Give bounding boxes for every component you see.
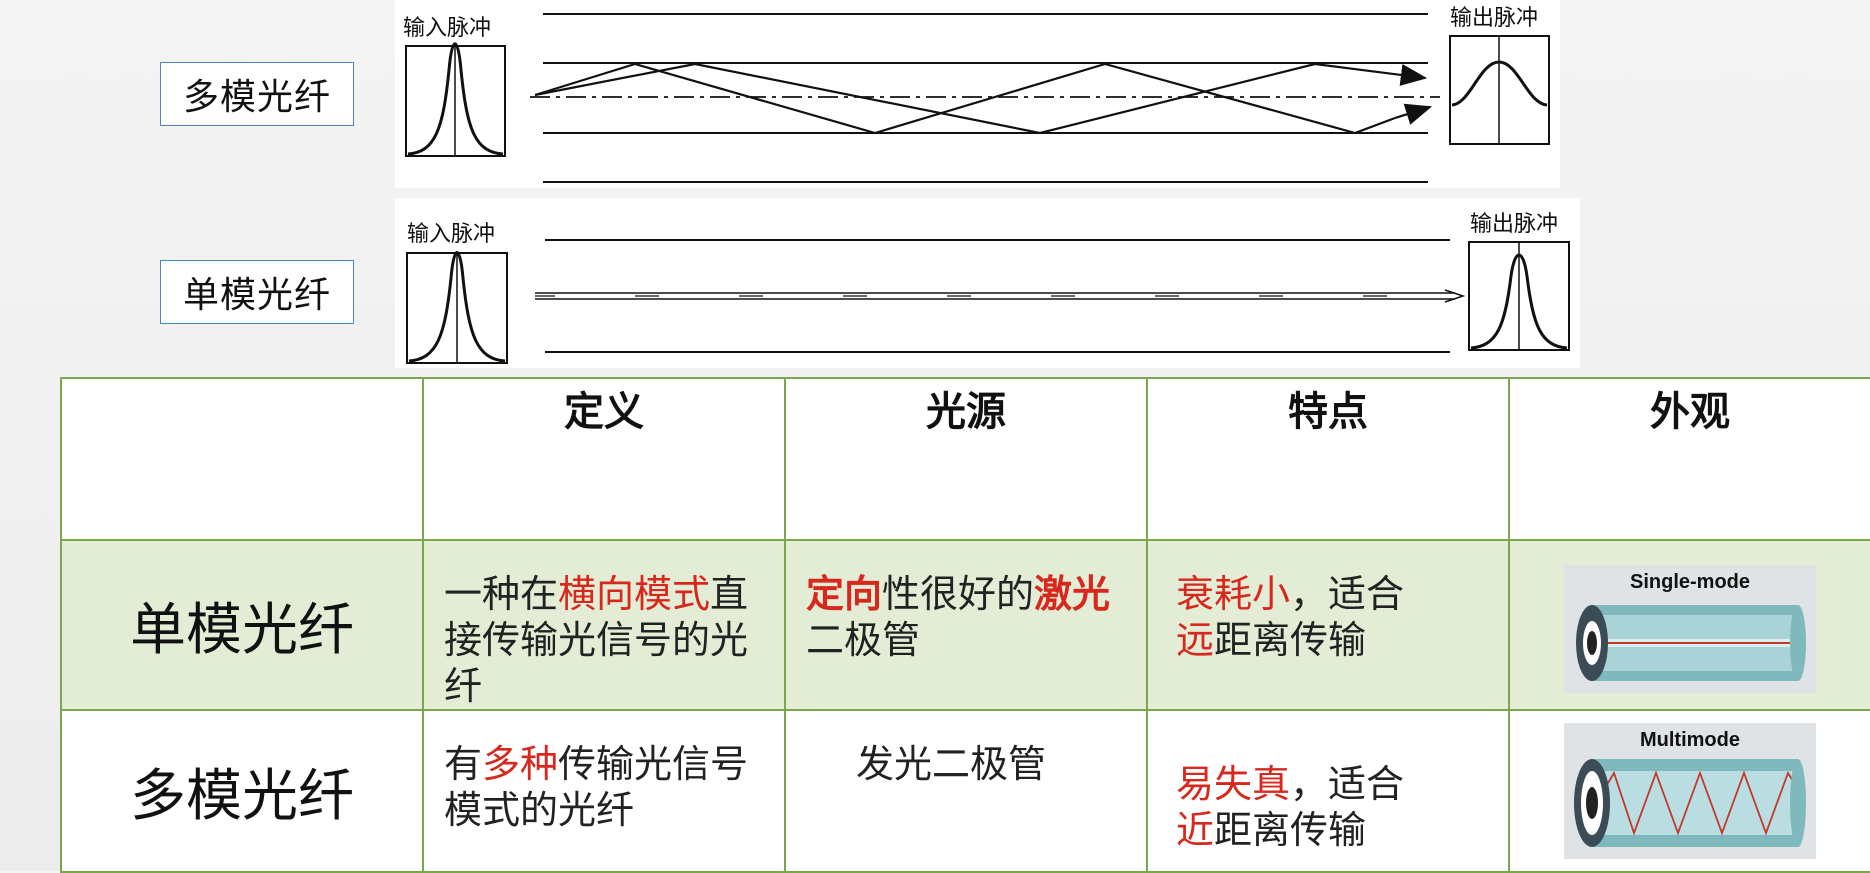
row-name: 多模光纤 xyxy=(60,709,424,873)
singlemode-fiber-drawing xyxy=(1576,605,1806,681)
comparison-table: 定义 光源 特点 外观 单模光纤 一种在横向模式直接传输光信号的光纤 定向性很好… xyxy=(60,377,1870,873)
singlemode-diagram: 输入脉冲 输出脉冲 xyxy=(395,198,1580,368)
feature-cell: 易失真，适合近距离传输 xyxy=(1146,709,1510,873)
singlemode-output-title: 输出脉冲 xyxy=(1470,212,1559,237)
singlemode-label: 单模光纤 xyxy=(160,260,354,324)
table-row-singlemode: 单模光纤 一种在横向模式直接传输光信号的光纤 定向性很好的激光二极管 衰耗小，适… xyxy=(60,539,1870,711)
row-name: 单模光纤 xyxy=(60,539,424,711)
header-empty xyxy=(60,377,424,541)
singlemode-caption: Single-mode xyxy=(1629,571,1750,593)
table-row-multimode: 多模光纤 有多种传输光信号模式的光纤 发光二极管 易失真，适合近距离传输 Mul… xyxy=(60,709,1870,873)
multimode-fiber-drawing xyxy=(1574,759,1806,847)
output-pulse-curve xyxy=(1470,253,1568,350)
multimode-drawing xyxy=(405,13,1550,183)
input-pulse-curve xyxy=(408,251,506,363)
table-header-row: 定义 光源 特点 外观 xyxy=(60,377,1870,541)
header-appearance: 外观 xyxy=(1508,377,1870,541)
singlemode-drawing xyxy=(406,239,1570,364)
multimode-caption: Multimode xyxy=(1640,729,1740,751)
singlemode-fiber-image: Single-mode xyxy=(1564,565,1816,693)
source-cell: 定向性很好的激光二极管 xyxy=(784,539,1148,711)
multimode-label: 多模光纤 xyxy=(160,62,354,126)
header-feature: 特点 xyxy=(1146,377,1510,541)
appearance-cell: Single-mode xyxy=(1508,539,1870,711)
feature-cell: 衰耗小，适合远距离传输 xyxy=(1146,539,1510,711)
definition-cell: 一种在横向模式直接传输光信号的光纤 xyxy=(422,539,786,711)
multimode-diagram: 输入脉冲 输出脉冲 xyxy=(395,0,1560,188)
ray-2 xyxy=(534,62,1428,135)
output-pulse-curve xyxy=(1451,60,1548,107)
input-pulse-curve xyxy=(407,42,504,156)
source-cell: 发光二极管 xyxy=(784,709,1148,873)
singlemode-input-title: 输入脉冲 xyxy=(407,222,496,247)
multimode-output-title: 输出脉冲 xyxy=(1450,6,1539,31)
definition-cell: 有多种传输光信号模式的光纤 xyxy=(422,709,786,873)
appearance-cell: Multimode xyxy=(1508,709,1870,873)
multimode-input-title: 输入脉冲 xyxy=(403,16,492,41)
header-definition: 定义 xyxy=(422,377,786,541)
ray-1 xyxy=(534,62,1396,135)
header-source: 光源 xyxy=(784,377,1148,541)
multimode-fiber-image: Multimode xyxy=(1564,723,1816,859)
